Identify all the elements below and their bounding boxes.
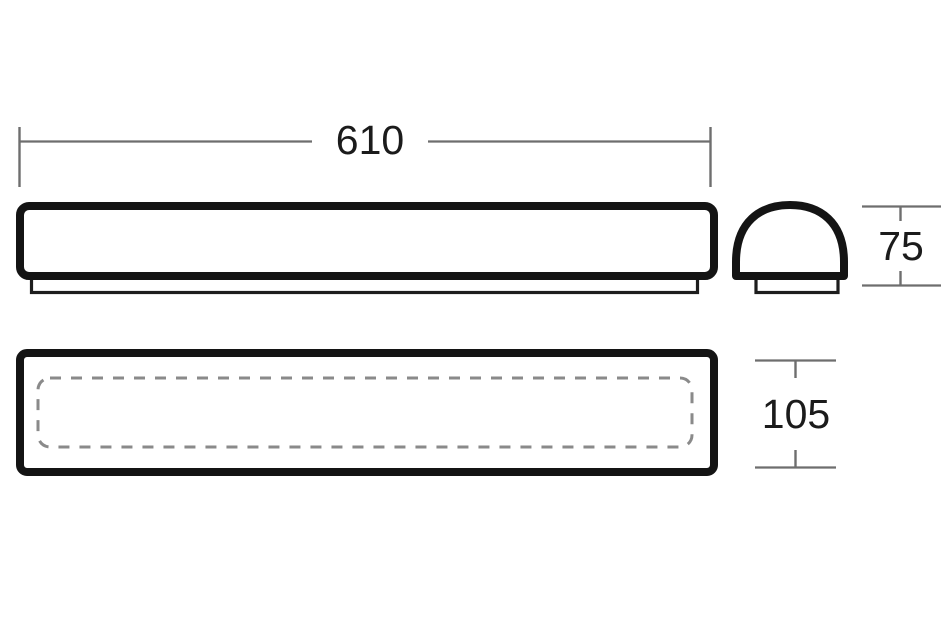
dimension-height-75: 75 xyxy=(862,205,941,287)
plan-view-body xyxy=(16,349,718,476)
plan-view-hidden-outline xyxy=(36,376,694,449)
dimension-height-value: 75 xyxy=(878,223,924,269)
dimension-length-value: 610 xyxy=(336,117,404,163)
plan-view xyxy=(16,349,718,476)
front-elevation-view xyxy=(16,202,718,295)
dimension-width-value: 105 xyxy=(762,391,830,437)
dimension-width-105: 105 xyxy=(755,359,836,469)
front-elevation-body xyxy=(16,202,718,280)
side-profile-dome xyxy=(732,201,848,280)
side-profile-view xyxy=(732,201,848,295)
dimension-length-610: 610 xyxy=(18,117,712,187)
